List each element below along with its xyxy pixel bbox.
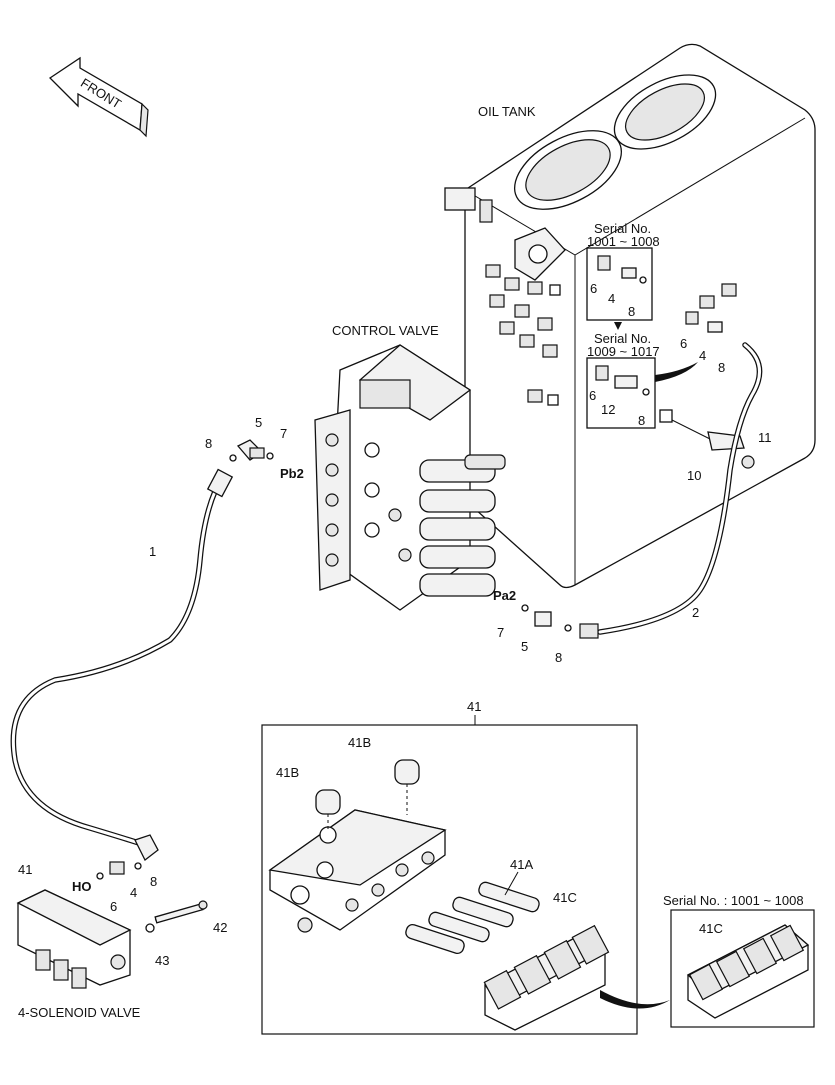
callout-7: 7 [280,426,287,441]
valve-bolts [325,433,412,567]
callout-10: 10 [687,468,701,483]
callout-11: 11 [758,430,772,445]
solenoid-cartridges [405,881,540,955]
port-pb2-label: Pb2 [280,466,304,481]
callout-12: 12 [601,402,615,417]
callout-41a: 41A [510,857,533,872]
valve-spools [419,454,506,597]
serial-b-title: Serial No. [594,331,651,346]
oil-tank-label: OIL TANK [478,104,536,119]
callout-42: 42 [213,920,227,935]
callout-4: 4 [608,291,615,306]
pb2-fittings: 8 5 7 [205,415,287,462]
serial-a-range: 1001 ~ 1008 [587,234,660,249]
callout-6: 6 [680,336,687,351]
solenoid-valve-label: 4-SOLENOID VALVE [18,1005,141,1020]
callout-41: 41 [467,699,481,714]
callout-6: 6 [589,388,596,403]
serial-box-c: Serial No. : 1001 ~ 1008 41C [663,893,815,1028]
callout-41c: 41C [699,921,723,936]
callout-8: 8 [205,436,212,451]
tank-fittings: 6 4 8 10 11 [659,283,772,483]
callout-43: 43 [155,953,169,968]
callout-8: 8 [628,304,635,319]
ho-fittings: HO 6 4 8 [72,834,159,914]
solenoid-valve-assembly: 41 4-SOLENOID VALVE 42 43 [16,862,227,1020]
callout-7: 7 [497,625,504,640]
callout-6: 6 [590,281,597,296]
pa2-fittings: 7 5 8 [497,604,599,665]
port-ho-label: HO [72,879,92,894]
solenoid-base-fittings [35,949,87,989]
callout-8: 8 [555,650,562,665]
tank-ports [485,264,561,406]
callout-41: 41 [18,862,32,877]
port-pa2-label: Pa2 [493,588,516,603]
callout-8: 8 [638,413,645,428]
hose-1: 1 [10,468,234,848]
callout-41b: 41B [276,765,299,780]
detail-box-41: 41 41B 41B 41A [261,699,670,1035]
serial-c-label: Serial No. : 1001 ~ 1008 [663,893,804,908]
callout-4: 4 [699,348,706,363]
callout-4: 4 [130,885,137,900]
serial-b-range: 1009 ~ 1017 [587,344,660,359]
control-valve-label: CONTROL VALVE [332,323,439,338]
serial-box-1009-1017: Serial No. 1009 ~ 1017 6 12 8 [586,331,698,429]
callout-6: 6 [110,899,117,914]
callout-41b: 41B [348,735,371,750]
callout-8: 8 [150,874,157,889]
arrow-down-icon [614,322,622,330]
hose-2: 2 [597,342,763,635]
control-valve: CONTROL VALVE Pb2 Pa2 [280,323,516,611]
serial-a-title: Serial No. [594,221,651,236]
callout-1: 1 [149,544,156,559]
callout-8: 8 [718,360,725,375]
callout-2: 2 [692,605,699,620]
callout-41c: 41C [553,890,577,905]
front-arrow-icon: FRONT [48,56,149,138]
serial-box-1001-1008: Serial No. 1001 ~ 1008 6 4 8 [586,221,660,330]
callout-5: 5 [521,639,528,654]
solenoid-coils [483,924,610,1031]
callout-5: 5 [255,415,262,430]
